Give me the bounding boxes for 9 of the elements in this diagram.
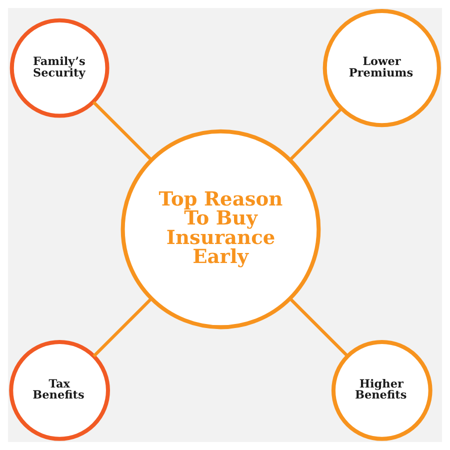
node-circle: Family’s Security xyxy=(10,18,110,118)
node-circle: Tax Benefits xyxy=(9,340,110,441)
node-circle: Lower Premiums xyxy=(322,9,441,128)
connector xyxy=(92,100,153,162)
connector xyxy=(288,107,343,162)
node-circle: Top Reason To Buy Insurance Early xyxy=(120,129,321,330)
connector xyxy=(92,297,153,358)
connector xyxy=(288,297,349,358)
node-circle: Higher Benefits xyxy=(331,340,432,441)
